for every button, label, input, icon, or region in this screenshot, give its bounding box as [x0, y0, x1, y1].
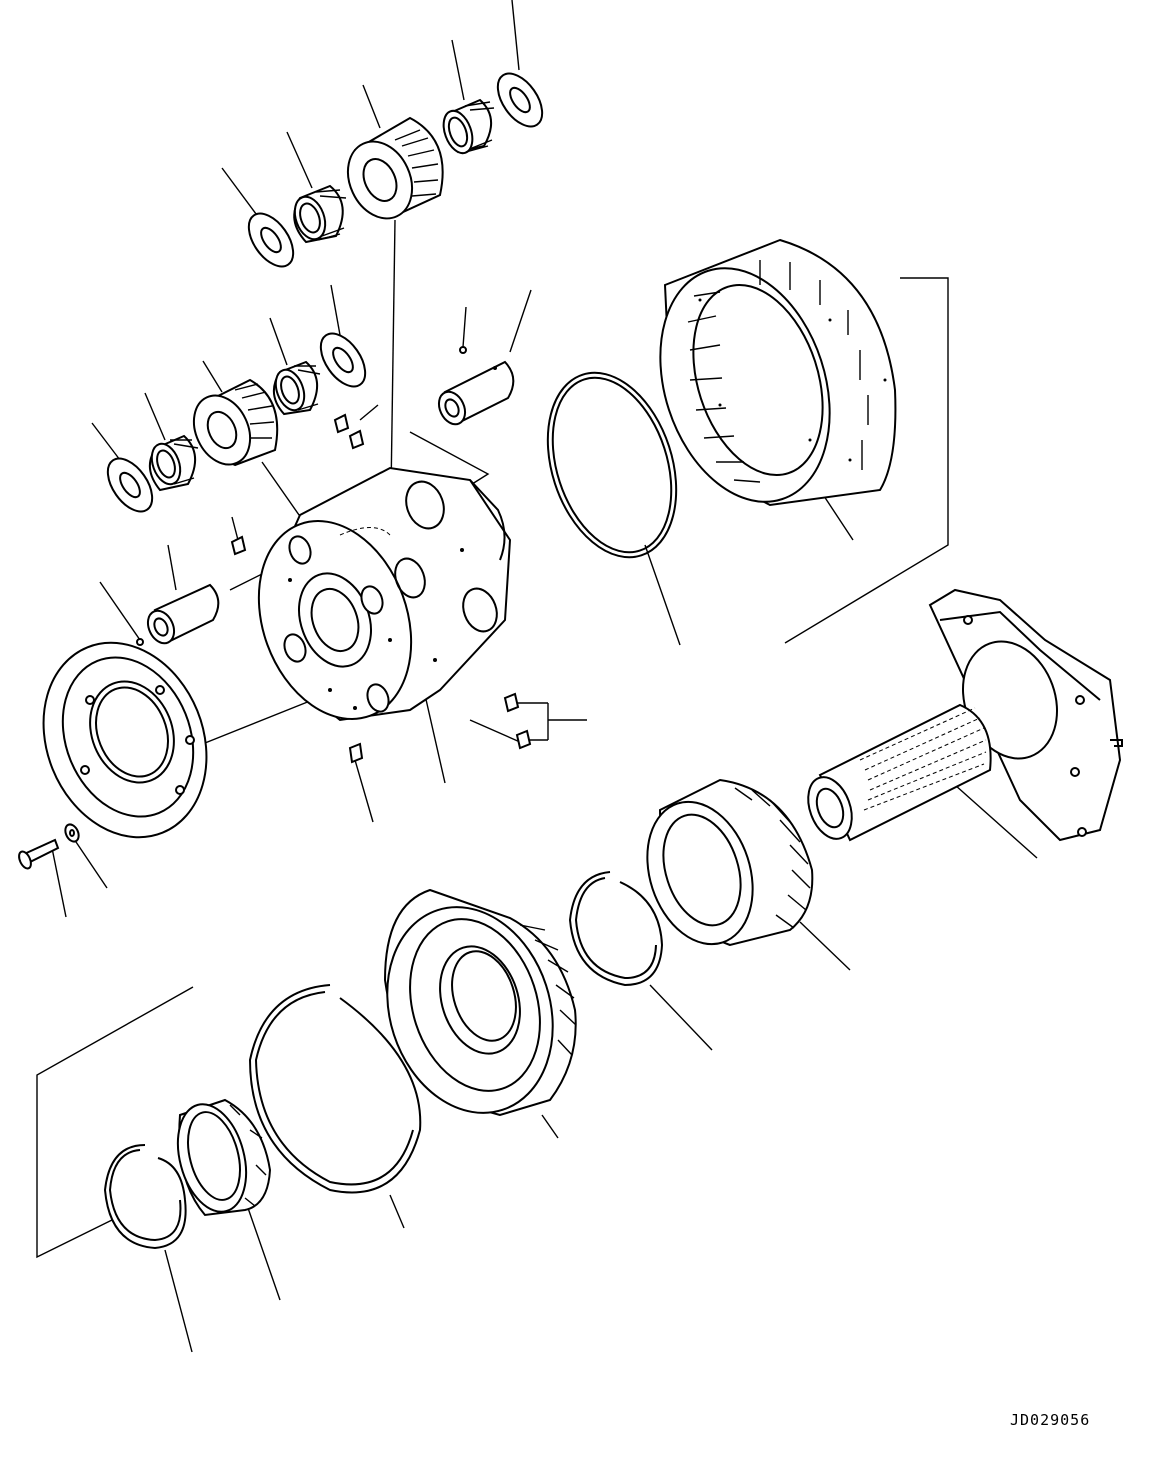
needle-bearing-middle — [273, 360, 321, 416]
bushing — [176, 1098, 272, 1217]
thrust-washer-left — [106, 457, 154, 513]
thrust-washer-upper-left — [247, 212, 295, 268]
planet-carrier — [257, 466, 512, 722]
snap-ring-small — [568, 871, 664, 987]
ball-lower — [136, 638, 144, 646]
needle-bearing-upper-left — [293, 184, 347, 244]
tapered-roller-bearing — [646, 778, 814, 947]
flange-cover — [42, 641, 208, 839]
bolt — [18, 838, 60, 870]
ring-gear — [659, 238, 897, 507]
planet-gear-upper — [346, 116, 444, 220]
washer — [64, 823, 80, 843]
seal-housing — [383, 888, 577, 1117]
needle-bearing-left — [149, 434, 199, 492]
plug-group — [230, 413, 532, 764]
ball-upper — [459, 346, 467, 354]
circlip — [103, 1144, 187, 1250]
thrust-washer-top — [496, 72, 544, 128]
hub-shaft — [807, 588, 1123, 842]
drawing-code: JD029056 — [1010, 1411, 1090, 1429]
needle-bearing-top — [442, 98, 495, 155]
planet-pin-upper — [437, 360, 515, 426]
o-ring-large — [546, 371, 678, 559]
planet-gear-lower — [192, 378, 279, 467]
thrust-washer-middle — [319, 332, 367, 388]
planet-pin-lower — [146, 583, 220, 645]
wire-ring-large — [248, 984, 422, 1194]
